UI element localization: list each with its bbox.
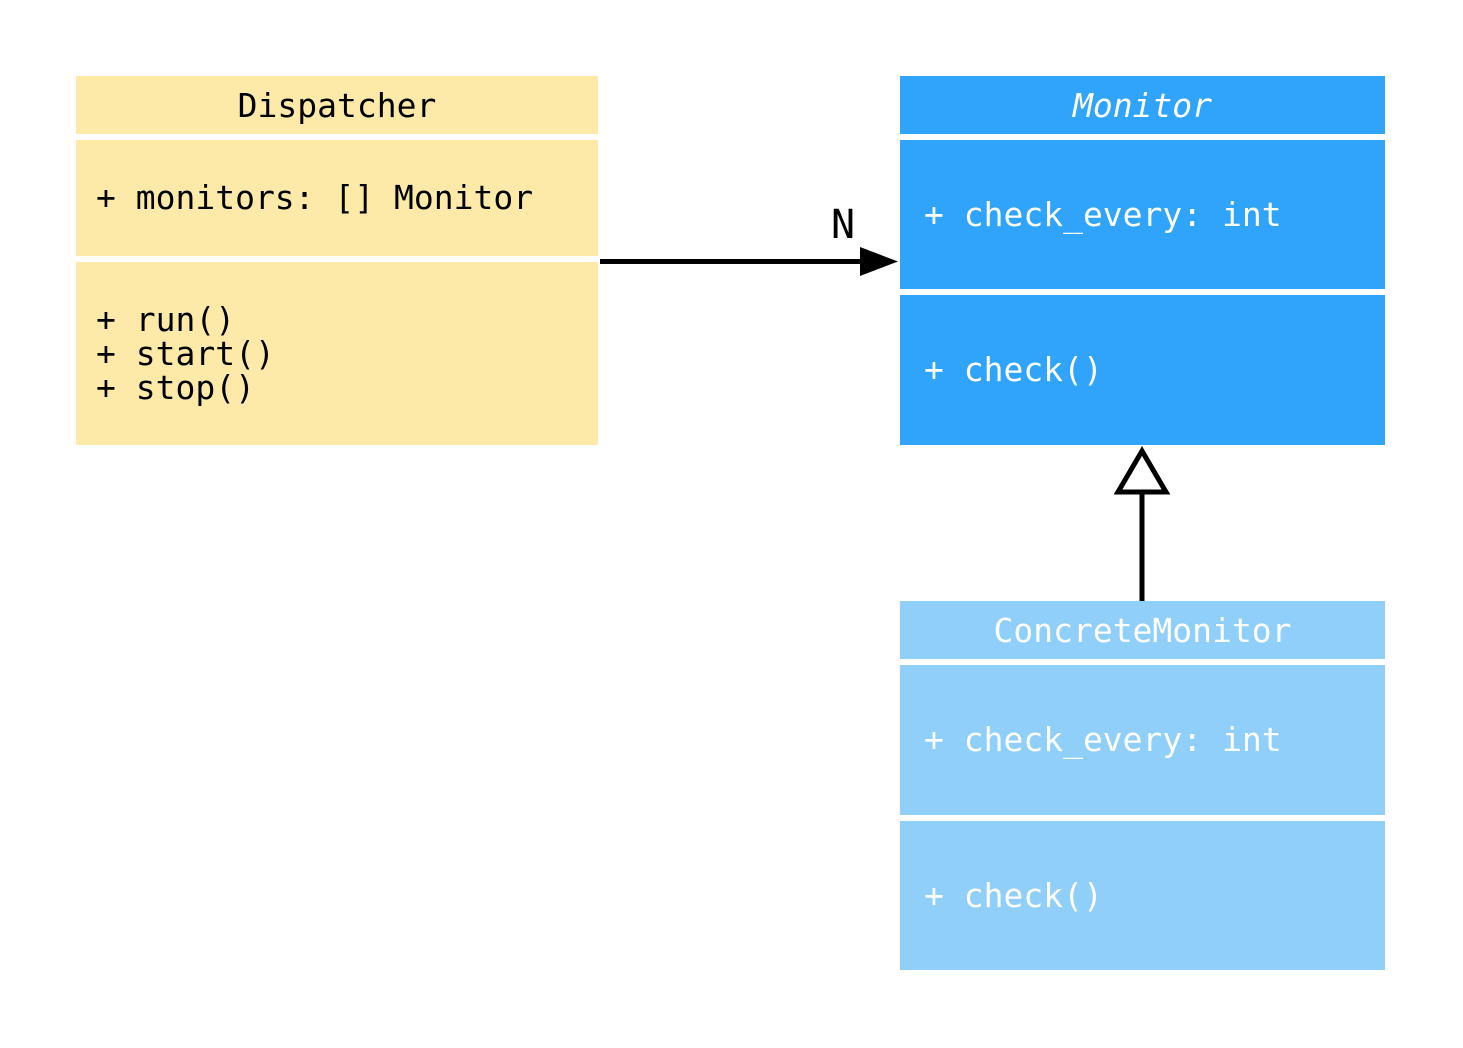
- class-box-concrete-monitor: ConcreteMonitor + check_every: int + che…: [900, 601, 1385, 970]
- attribute-line: + monitors: [] Monitor: [96, 178, 534, 217]
- class-attributes-concrete-monitor: + check_every: int: [900, 665, 1385, 815]
- attribute-line: + check_every: int: [924, 194, 1282, 234]
- inheritance-arrow: [1113, 446, 1171, 601]
- class-attributes-monitor: + check_every: int: [900, 140, 1385, 289]
- class-methods-concrete-monitor: + check(): [900, 821, 1385, 970]
- class-methods-monitor: + check(): [900, 295, 1385, 445]
- association-arrowhead-icon: [860, 247, 898, 276]
- class-box-monitor: Monitor + check_every: int + check(): [900, 76, 1385, 445]
- method-line: + stop(): [96, 367, 255, 407]
- class-title-monitor: Monitor: [900, 76, 1385, 134]
- association-multiplicity-label: N: [831, 202, 856, 248]
- inheritance-triangle-icon: [1113, 446, 1171, 495]
- method-line: + check(): [924, 875, 1103, 915]
- class-title-dispatcher: Dispatcher: [76, 76, 598, 134]
- class-methods-dispatcher: + run() + start() + stop(): [76, 262, 598, 445]
- method-line: + run(): [96, 299, 236, 339]
- method-line: + start(): [96, 333, 275, 373]
- class-attributes-dispatcher: + monitors: [] Monitor: [76, 140, 598, 256]
- class-title-concrete-monitor: ConcreteMonitor: [900, 601, 1385, 659]
- method-line: + check(): [924, 350, 1103, 389]
- attribute-line: + check_every: int: [924, 720, 1282, 759]
- class-box-dispatcher: Dispatcher + monitors: [] Monitor + run(…: [76, 76, 598, 445]
- association-arrow: [600, 247, 898, 276]
